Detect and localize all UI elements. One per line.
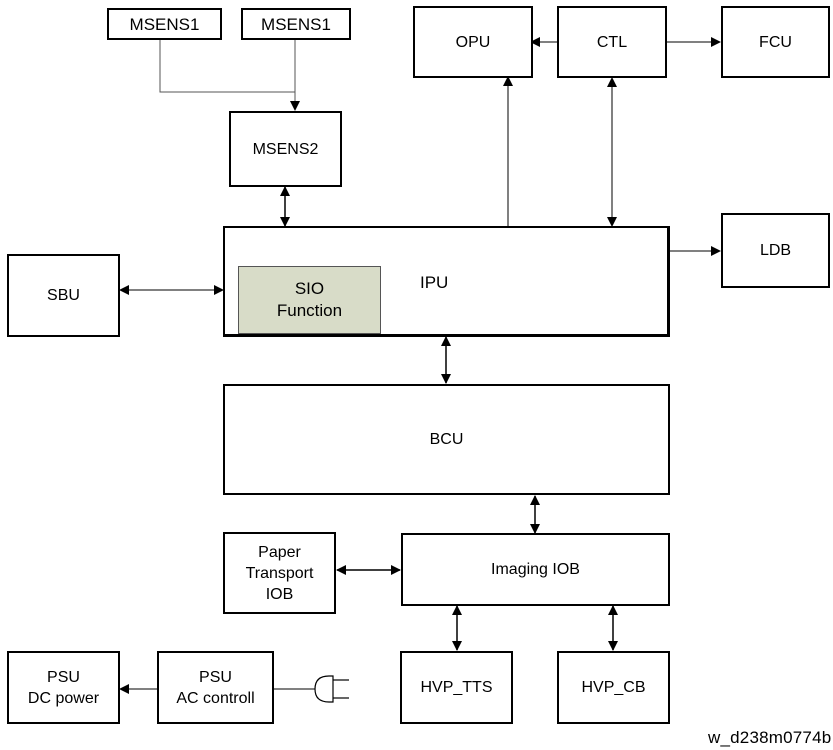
msens2-box: MSENS2 bbox=[229, 111, 342, 187]
power-plug-icon bbox=[314, 675, 349, 703]
msens1-left-box: MSENS1 bbox=[107, 8, 222, 40]
sbu-box: SBU bbox=[7, 254, 120, 337]
hvp-cb-box: HVP_CB bbox=[557, 651, 670, 724]
opu-box: OPU bbox=[413, 6, 533, 78]
figure-id-caption: w_d238m0774b bbox=[708, 728, 832, 747]
ctl-box: CTL bbox=[557, 6, 667, 78]
sio-function-box: SIO Function bbox=[238, 266, 381, 334]
paper-transport-iob-box: Paper Transport IOB bbox=[223, 532, 336, 614]
bcu-box: BCU bbox=[223, 384, 670, 495]
msens1-right-box: MSENS1 bbox=[241, 8, 351, 40]
hvp-tts-box: HVP_TTS bbox=[400, 651, 513, 724]
ldb-box: LDB bbox=[721, 213, 830, 288]
fcu-box: FCU bbox=[721, 6, 830, 78]
psu-dc-power-box: PSU DC power bbox=[7, 651, 120, 724]
ipu-label: IPU bbox=[420, 273, 449, 292]
msens1-left-to-msens2-line bbox=[159, 40, 295, 93]
psu-ac-controll-box: PSU AC controll bbox=[157, 651, 274, 724]
imaging-iob-box: Imaging IOB bbox=[401, 533, 670, 606]
